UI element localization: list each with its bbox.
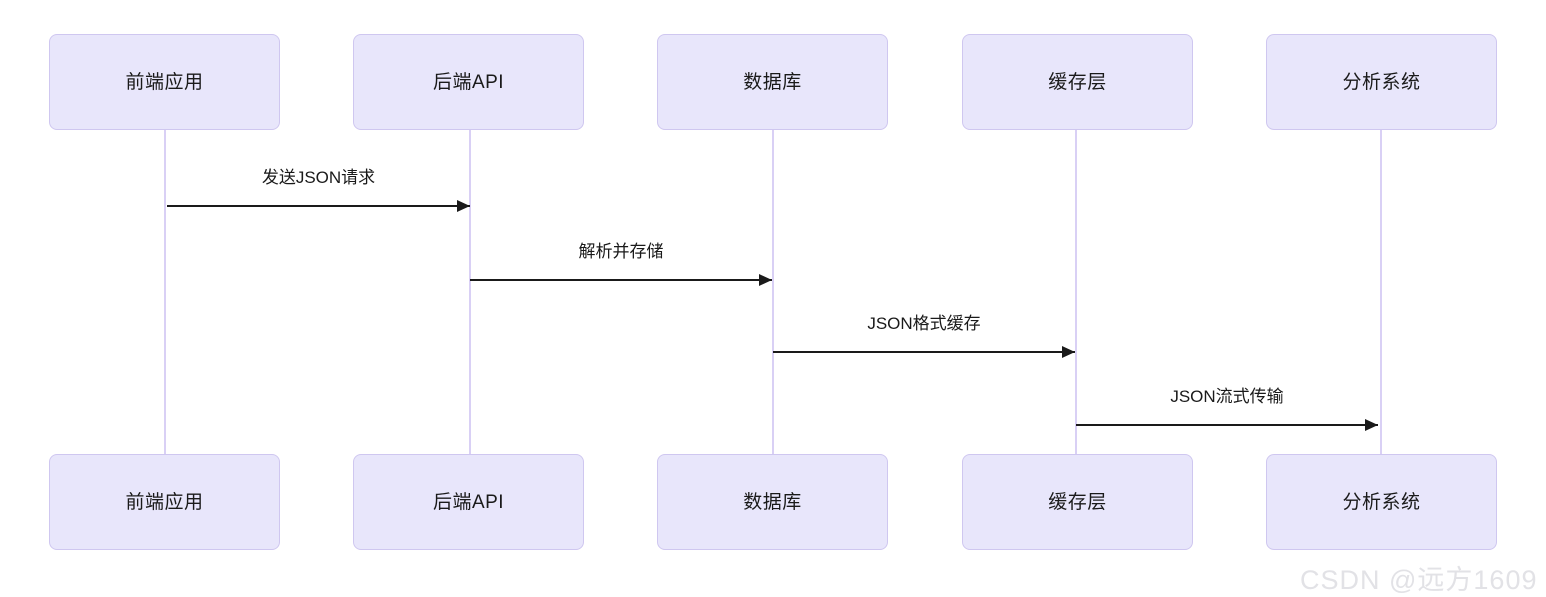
csdn-watermark: CSDN @远方1609 <box>1300 565 1538 595</box>
message-line-4 <box>1076 424 1378 426</box>
participant-box-frontend-top[interactable]: 前端应用 <box>49 34 280 130</box>
message-label-3: JSON格式缓存 <box>867 314 981 333</box>
message-label-2: 解析并存储 <box>578 242 664 261</box>
message-label-4: JSON流式传输 <box>1170 387 1284 406</box>
participant-box-database-bottom[interactable]: 数据库 <box>657 454 888 550</box>
participant-box-frontend-bottom[interactable]: 前端应用 <box>49 454 280 550</box>
participant-box-database-top[interactable]: 数据库 <box>657 34 888 130</box>
lifeline-cache <box>1075 130 1077 454</box>
participant-label-frontend: 前端应用 <box>125 491 204 513</box>
message-arrow-3[interactable] <box>773 346 1075 358</box>
arrowhead-icon-2 <box>759 274 772 286</box>
message-line-2 <box>470 279 772 281</box>
participant-box-analytics-bottom[interactable]: 分析系统 <box>1266 454 1497 550</box>
participant-label-analytics: 分析系统 <box>1342 491 1421 513</box>
arrowhead-icon-4 <box>1365 419 1378 431</box>
participant-label-frontend: 前端应用 <box>125 71 204 93</box>
participant-box-analytics-top[interactable]: 分析系统 <box>1266 34 1497 130</box>
lifeline-database <box>772 130 774 454</box>
lifeline-backend <box>469 130 471 454</box>
message-line-3 <box>773 351 1075 353</box>
participant-box-backend-top[interactable]: 后端API <box>353 34 584 130</box>
arrowhead-icon-3 <box>1062 346 1075 358</box>
participant-label-backend: 后端API <box>432 491 505 513</box>
participant-label-cache: 缓存层 <box>1048 71 1107 93</box>
participant-label-cache: 缓存层 <box>1048 491 1107 513</box>
participant-box-cache-top[interactable]: 缓存层 <box>962 34 1193 130</box>
lifeline-frontend <box>164 130 166 454</box>
message-arrow-2[interactable] <box>470 274 772 286</box>
lifeline-analytics <box>1380 130 1382 454</box>
arrowhead-icon-1 <box>457 200 470 212</box>
participant-label-analytics: 分析系统 <box>1342 71 1421 93</box>
message-arrow-4[interactable] <box>1076 419 1378 431</box>
participant-label-database: 数据库 <box>743 71 802 93</box>
participant-label-database: 数据库 <box>743 491 802 513</box>
message-arrow-1[interactable] <box>167 200 470 212</box>
participant-box-backend-bottom[interactable]: 后端API <box>353 454 584 550</box>
participant-label-backend: 后端API <box>432 71 505 93</box>
participant-box-cache-bottom[interactable]: 缓存层 <box>962 454 1193 550</box>
message-line-1 <box>167 205 470 207</box>
message-label-1: 发送JSON请求 <box>261 168 376 187</box>
